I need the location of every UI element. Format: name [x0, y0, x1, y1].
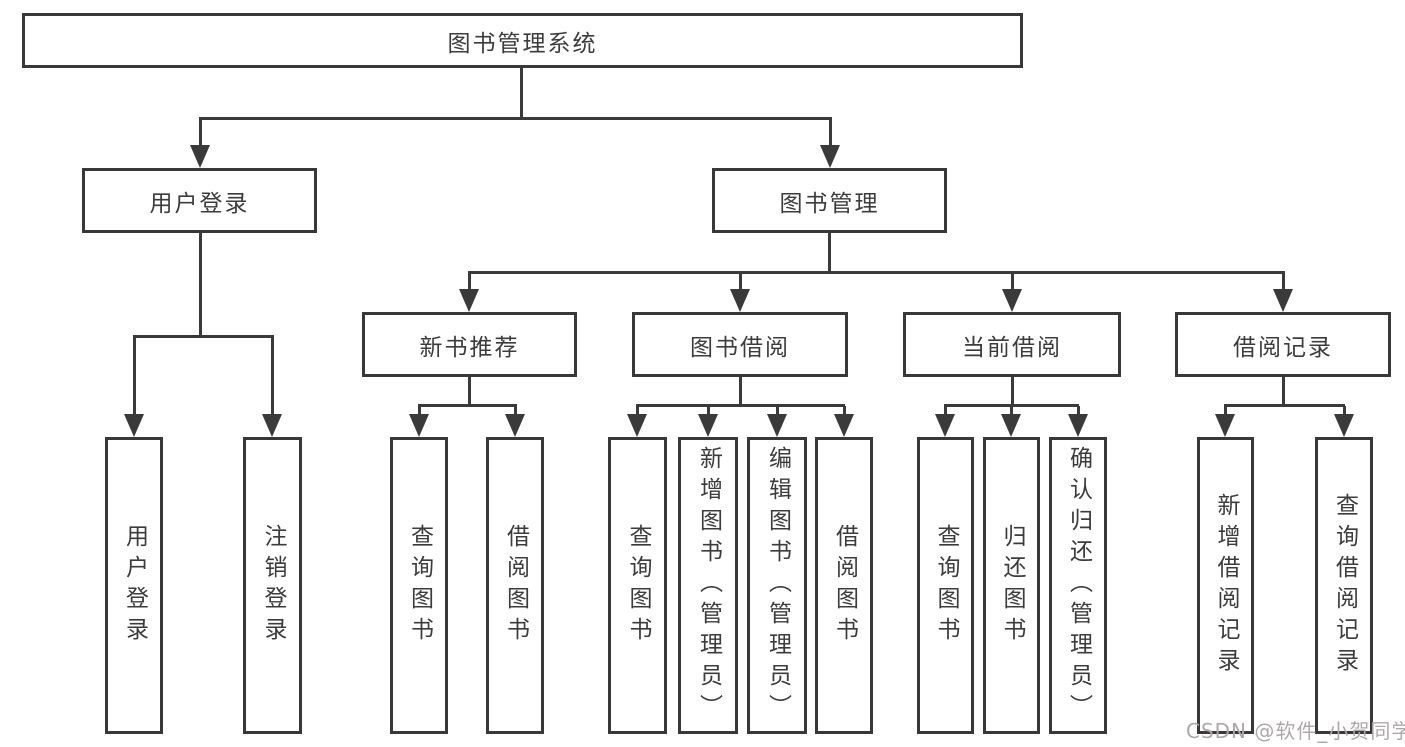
- csdn-watermark: CSDN @软件_小贺同学: [1186, 719, 1405, 743]
- leaf-query-books-borrow: 查询图书: [608, 437, 667, 734]
- connector-vline: [468, 377, 471, 406]
- connector-hline: [468, 271, 1285, 274]
- arrow-down-icon: [730, 289, 750, 312]
- connector-vline: [514, 406, 517, 416]
- connector-vline: [739, 377, 742, 406]
- connector-vline: [828, 232, 831, 273]
- connector-vline: [944, 406, 947, 416]
- leaf-query-borrow-record: 查询借阅记录: [1315, 437, 1373, 734]
- connector-vline: [707, 406, 710, 416]
- leaf-confirm-return-admin: 确认归还（管理员）: [1049, 437, 1107, 734]
- connector-vline: [843, 406, 846, 416]
- arrow-down-icon: [1334, 414, 1354, 437]
- leaf-query-books-recommend: 查询图书: [390, 437, 448, 734]
- connector-vline: [1282, 273, 1285, 291]
- leaf-label: 新增借阅记录: [1213, 492, 1239, 679]
- node-label: 新书推荐: [419, 334, 520, 361]
- connector-vline: [418, 406, 421, 416]
- leaf-query-books-current: 查询图书: [917, 437, 974, 734]
- leaf-label: 借阅图书: [831, 523, 858, 648]
- connector-vline: [468, 273, 471, 291]
- arrow-down-icon: [505, 414, 525, 437]
- arrow-down-icon: [698, 414, 718, 437]
- arrow-down-icon: [820, 145, 840, 168]
- node-label: 图书管理: [779, 190, 880, 217]
- connector-vline: [1011, 273, 1014, 291]
- connector-vline: [1011, 377, 1014, 406]
- arrow-down-icon: [767, 414, 787, 437]
- connector-vline: [1077, 406, 1080, 416]
- node-current-borrow: 当前借阅: [903, 312, 1121, 377]
- connector-vline: [199, 120, 202, 147]
- arrow-down-icon: [627, 414, 647, 437]
- connector-vline: [1224, 406, 1227, 416]
- node-book-management-system: 图书管理系统: [22, 13, 1023, 68]
- leaf-label: 确认归还（管理员）: [1065, 446, 1092, 725]
- leaf-label: 查询借阅记录: [1331, 492, 1358, 679]
- leaf-borrow-books: 借阅图书: [815, 437, 873, 734]
- connector-vline: [271, 337, 274, 416]
- leaf-label: 用户登录: [121, 523, 148, 648]
- arrow-down-icon: [409, 414, 429, 437]
- leaf-add-borrow-record: 新增借阅记录: [1197, 437, 1254, 734]
- leaf-label: 查询图书: [406, 523, 433, 648]
- node-label: 当前借阅: [962, 334, 1062, 361]
- connector-hline: [1224, 404, 1345, 407]
- leaf-label: 查询图书: [625, 523, 651, 648]
- arrow-down-icon: [190, 145, 210, 168]
- node-book-borrow: 图书借阅: [632, 312, 848, 377]
- connector-vline: [520, 67, 523, 119]
- connector-vline: [1282, 377, 1285, 406]
- arrow-down-icon: [834, 414, 854, 437]
- connector-hline: [636, 404, 845, 407]
- connector-vline: [636, 406, 639, 416]
- node-user-login: 用户登录: [82, 168, 317, 233]
- connector-vline: [199, 232, 202, 337]
- node-label: 借阅记录: [1233, 334, 1333, 361]
- arrow-down-icon: [935, 414, 955, 437]
- connector-vline: [776, 406, 779, 416]
- node-book-management: 图书管理: [712, 168, 947, 233]
- connector-vline: [739, 273, 742, 291]
- arrow-down-icon: [124, 414, 144, 437]
- connector-vline: [1343, 406, 1346, 416]
- connector-vline: [1010, 406, 1013, 416]
- arrow-down-icon: [1001, 414, 1021, 437]
- node-label: 用户登录: [149, 190, 250, 217]
- arrow-down-icon: [459, 289, 479, 312]
- connector-hline: [199, 117, 832, 120]
- arrow-down-icon: [262, 414, 282, 437]
- node-label: 图书借阅: [690, 334, 790, 361]
- connector-hline: [418, 404, 517, 407]
- node-new-book-recommend: 新书推荐: [362, 312, 577, 377]
- leaf-edit-book-admin: 编辑图书（管理员）: [747, 437, 807, 734]
- connector-vline: [133, 337, 136, 416]
- leaf-label: 注销登录: [260, 523, 286, 648]
- leaf-return-books: 归还图书: [983, 437, 1040, 734]
- connector-hline: [944, 404, 1079, 407]
- leaf-label: 编辑图书（管理员）: [764, 446, 791, 725]
- arrow-down-icon: [1068, 414, 1088, 437]
- connector-vline: [829, 120, 832, 147]
- leaf-label: 借阅图书: [502, 523, 529, 648]
- leaf-label: 查询图书: [933, 523, 959, 648]
- leaf-label: 新增图书（管理员）: [695, 446, 722, 725]
- arrow-down-icon: [1273, 289, 1293, 312]
- leaf-add-book-admin: 新增图书（管理员）: [678, 437, 738, 734]
- arrow-down-icon: [1002, 289, 1022, 312]
- leaf-logout-login: 注销登录: [243, 437, 302, 734]
- leaf-borrow-books-recommend: 借阅图书: [486, 437, 544, 734]
- node-label: 图书管理系统: [447, 30, 598, 57]
- connector-hline: [133, 335, 274, 338]
- leaf-user-login: 用户登录: [105, 437, 163, 734]
- node-borrow-records: 借阅记录: [1175, 312, 1391, 377]
- arrow-down-icon: [1215, 414, 1235, 437]
- leaf-label: 归还图书: [999, 523, 1025, 648]
